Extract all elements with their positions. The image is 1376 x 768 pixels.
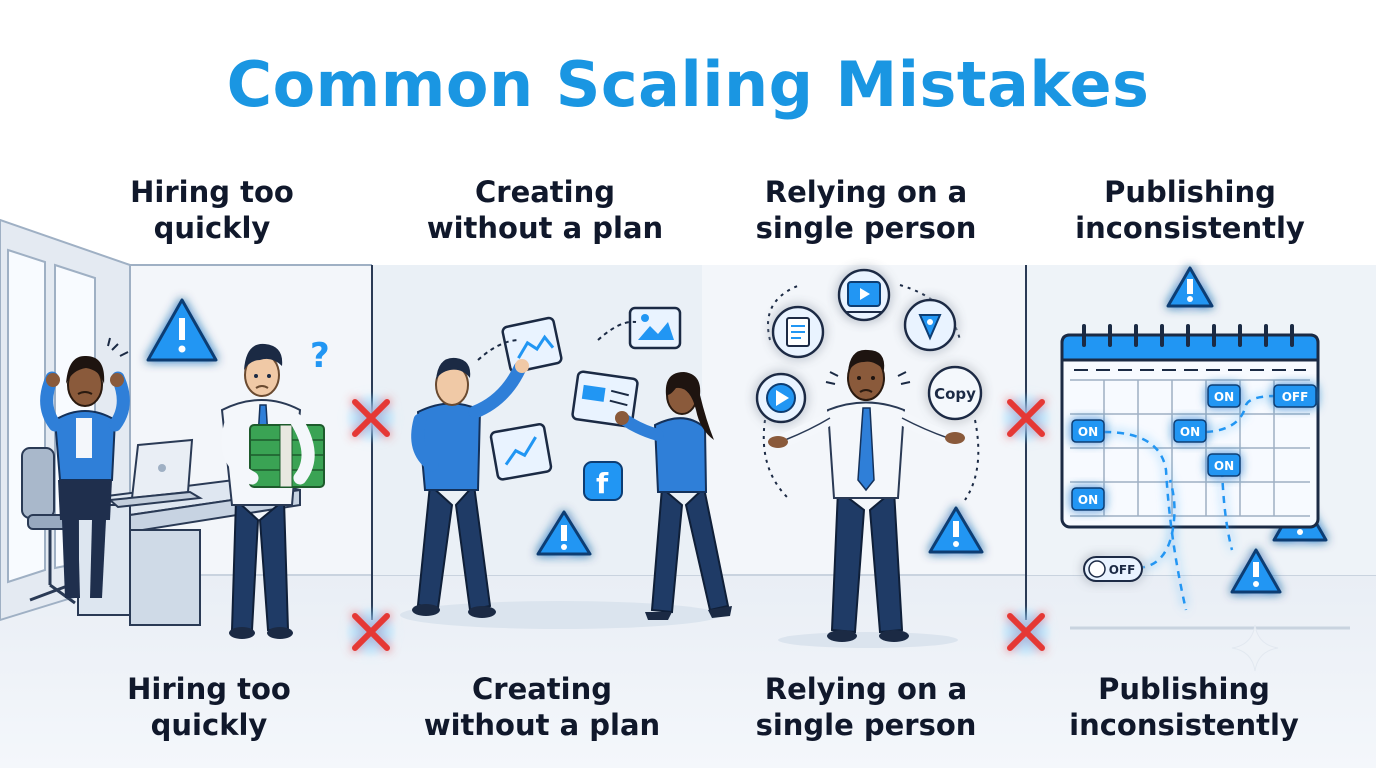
toggle-on-label: ON	[1078, 493, 1098, 507]
label-line: single person	[755, 708, 977, 742]
hiring-illustration: ?	[21, 336, 330, 639]
label-line: Hiring too	[127, 672, 291, 706]
toggle-on-label: ON	[1180, 425, 1200, 439]
label-line: quickly	[150, 708, 268, 742]
x-mark-icon	[1000, 606, 1052, 658]
panel-planning-top-label: Creating without a plan	[395, 174, 695, 246]
label-line: single person	[755, 211, 977, 245]
image-card-icon	[628, 306, 682, 350]
x-mark-icon	[1000, 392, 1052, 444]
calendar-illustration: ON OFF ON ON ON ON	[1060, 324, 1320, 672]
warning-icon	[928, 506, 984, 554]
copy-bubble-icon: Copy	[927, 365, 983, 421]
panel-hiring-top-label: Hiring too quickly	[62, 174, 362, 246]
sparkle-icon	[1231, 624, 1279, 672]
warning-icon	[1230, 548, 1282, 594]
label-line: quickly	[153, 211, 271, 245]
warning-icon	[536, 510, 592, 556]
panel-single-top-label: Relying on a single person	[716, 174, 1016, 246]
label-line: Creating	[471, 672, 613, 706]
toggle-on-label: ON	[1214, 459, 1234, 473]
toggle-on-pill: ON	[1173, 419, 1207, 443]
woman-reaching	[615, 372, 732, 620]
toggle-off-label: OFF	[1282, 390, 1309, 404]
label-line: Relying on a	[764, 672, 968, 706]
toggle-on-pill: ON	[1071, 487, 1105, 511]
chart-card-icon	[489, 423, 553, 481]
schedule-connectors	[1103, 394, 1277, 611]
panel-single-bottom-label: Relying on a single person	[716, 671, 1016, 743]
stressed-woman	[40, 337, 130, 598]
man-with-cash	[220, 343, 325, 639]
label-line: Publishing	[1104, 175, 1276, 209]
design-pen-icon	[903, 298, 957, 352]
warning-icon	[146, 298, 218, 362]
toggle-off-switch-label: OFF	[1109, 563, 1136, 577]
man-reaching	[411, 357, 529, 618]
page-title: Common Scaling Mistakes	[226, 48, 1150, 121]
toggle-on-label: ON	[1214, 390, 1234, 404]
planning-illustration: f	[400, 306, 732, 629]
label-line: Creating	[474, 175, 616, 209]
x-mark-icon	[345, 606, 397, 658]
toggle-off-pill: OFF	[1273, 384, 1317, 408]
panel-hiring-bottom-label: Hiring too quickly	[59, 671, 359, 743]
toggle-on-pill: ON	[1207, 384, 1241, 408]
facebook-icon: f	[583, 461, 623, 501]
toggle-off-switch: OFF	[1083, 556, 1143, 582]
warning-icon	[1166, 266, 1214, 308]
copy-bubble-label: Copy	[934, 385, 976, 403]
label-line: inconsistently	[1075, 211, 1305, 245]
overwhelmed-man	[768, 349, 965, 648]
question-mark-icon: ?	[310, 336, 330, 376]
video-player-icon	[837, 268, 891, 322]
label-line: without a plan	[426, 211, 664, 245]
toggle-on-pill: ON	[1207, 453, 1241, 477]
panel-publishing-bottom-label: Publishing inconsistently	[1034, 671, 1334, 743]
label-line: Relying on a	[764, 175, 968, 209]
play-button-icon	[755, 372, 807, 424]
document-icon	[771, 305, 825, 359]
label-line: inconsistently	[1069, 708, 1299, 742]
label-line: Publishing	[1098, 672, 1270, 706]
office-chair	[21, 447, 76, 605]
toggle-on-label: ON	[1078, 425, 1098, 439]
panel-planning-bottom-label: Creating without a plan	[392, 671, 692, 743]
label-line: Hiring too	[130, 175, 294, 209]
image-card-icon	[501, 316, 563, 374]
laptop	[107, 438, 204, 509]
label-line: without a plan	[423, 708, 661, 742]
single-person-illustration: Copy	[755, 268, 983, 648]
panel-publishing-top-label: Publishing inconsistently	[1040, 174, 1340, 246]
facebook-letter: f	[596, 467, 609, 500]
toggle-on-pill: ON	[1071, 419, 1105, 443]
x-mark-icon	[345, 392, 397, 444]
